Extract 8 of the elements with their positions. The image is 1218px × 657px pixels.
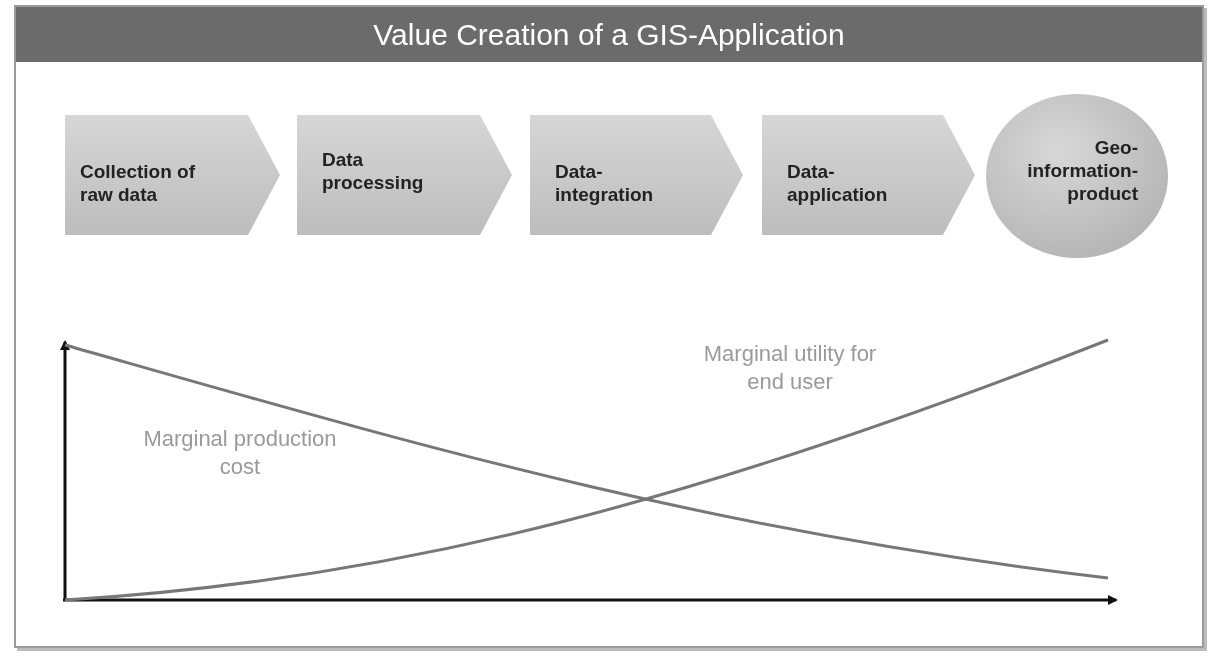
step-label: Data processing (322, 148, 425, 194)
curve-label: Marginal utility for end user (702, 340, 878, 396)
step-label: Geo-information-product (1026, 136, 1138, 205)
step-label: Collection of raw data (80, 160, 197, 206)
step-label: Data-integration (555, 160, 655, 206)
step-label: Data-application (787, 160, 889, 206)
curve-label: Marginal production cost (142, 425, 338, 481)
title-bar: Value Creation of a GIS-Application (16, 7, 1202, 62)
